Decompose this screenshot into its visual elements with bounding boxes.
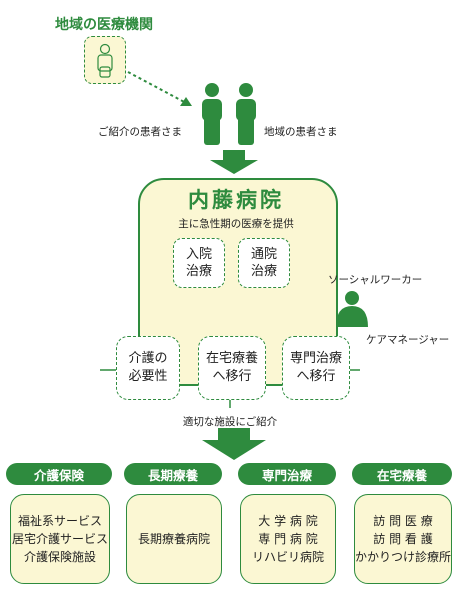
care-need-box: 介護の 必要性 bbox=[116, 336, 180, 400]
facility-box-specialist-treatment: 大 学 病 院 専 門 病 院 リハビリ病院 bbox=[240, 494, 336, 584]
regional-institutions-label: 地域の医療機関 bbox=[55, 17, 153, 33]
home-care-transition-box: 在宅療養 へ移行 bbox=[198, 336, 266, 400]
hospital-name: 内藤病院 bbox=[188, 188, 284, 212]
local-patient-label: 地域の患者さま bbox=[264, 126, 338, 138]
facility-box-home-care: 訪 問 医 療 訪 問 看 護 かかりつけ診療所 bbox=[354, 494, 452, 584]
social-worker-label: ソーシャルワーカー bbox=[328, 274, 423, 286]
category-pill-long-term-care: 長期療養 bbox=[124, 463, 222, 485]
outpatient-treatment-box: 通院 治療 bbox=[238, 238, 290, 288]
care-manager-label: ケアマネージャー bbox=[366, 334, 450, 346]
facility-box-care-insurance: 福祉系サービス 居宅介護サービス 介護保険施設 bbox=[10, 494, 110, 584]
facility-box-long-term-care: 長期療養病院 bbox=[126, 494, 222, 584]
category-pill-specialist-treatment: 専門治療 bbox=[238, 463, 336, 485]
referral-down-arrow bbox=[202, 428, 266, 460]
regional-institution-box bbox=[84, 36, 126, 84]
referral-arrowhead bbox=[180, 97, 192, 106]
category-pill-care-insurance: 介護保険 bbox=[6, 463, 112, 485]
admission-down-arrow bbox=[210, 150, 258, 174]
referral-dotted-arrow bbox=[127, 71, 189, 105]
specialist-transition-box: 専門治療 へ移行 bbox=[282, 336, 350, 400]
inpatient-treatment-box: 入院 治療 bbox=[173, 238, 225, 288]
category-pill-home-care: 在宅療養 bbox=[352, 463, 452, 485]
local-patient-figure bbox=[236, 83, 256, 145]
person-outline-icon bbox=[97, 43, 113, 78]
hospital-subtitle: 主に急性期の医療を提供 bbox=[178, 218, 294, 230]
care-manager-figure bbox=[336, 291, 368, 327]
referred-patient-label: ご紹介の患者さま bbox=[98, 126, 182, 138]
referral-caption: 適切な施設にご紹介 bbox=[182, 416, 278, 428]
referred-patient-figure bbox=[202, 83, 222, 145]
